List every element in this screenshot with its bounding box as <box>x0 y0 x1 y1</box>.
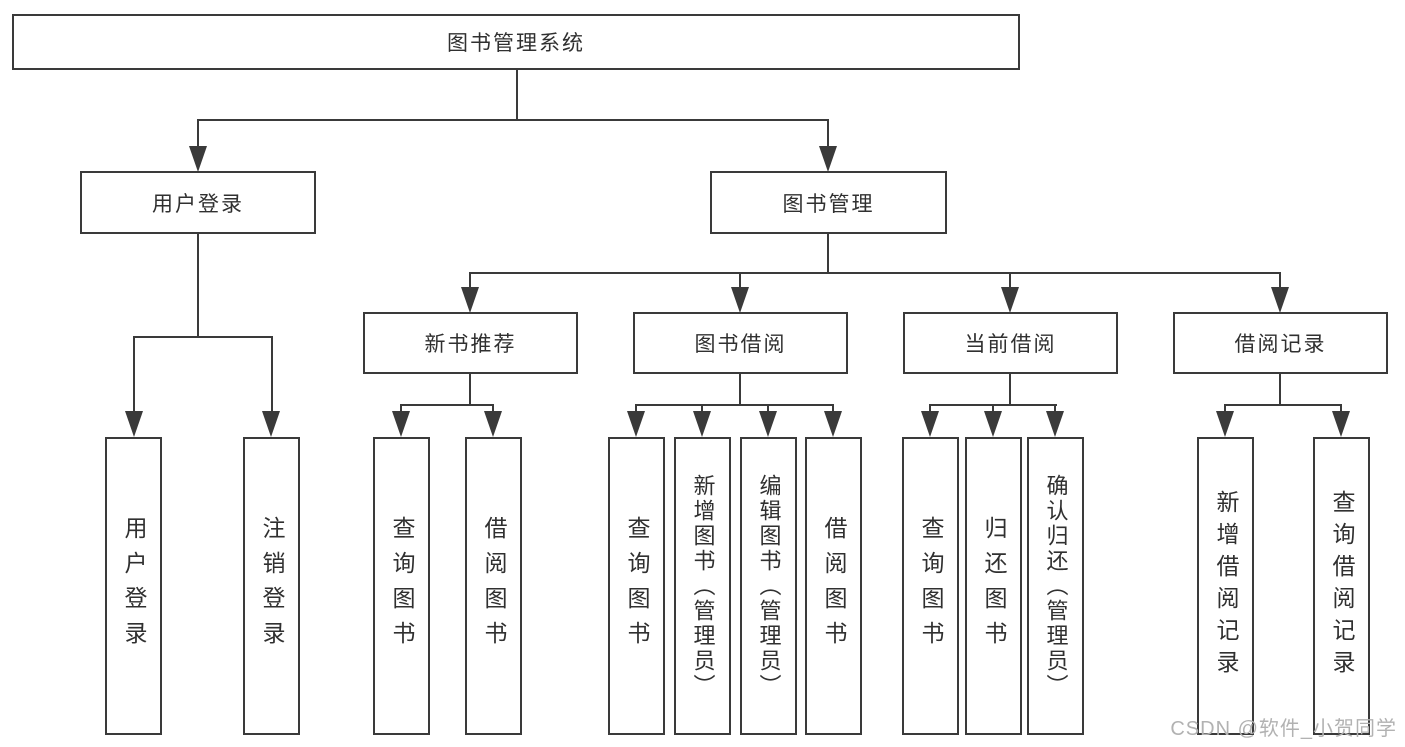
leaf-query-borrow-record: 查询借阅记录 <box>1313 437 1370 735</box>
node-new-book-recommendation-label: 新书推荐 <box>424 333 517 356</box>
connector-line <box>992 404 994 414</box>
leaf-user-login-label: 用户登录 <box>121 516 147 656</box>
node-book-management-branch-label: 图书管理 <box>782 192 875 216</box>
leaf-edit-books-admin-label: 编辑图书（管理员） <box>756 473 782 699</box>
connector-line <box>827 119 829 147</box>
connector-arrow-icon <box>1271 287 1289 313</box>
connector-arrow-icon <box>693 411 711 437</box>
connector-line <box>1224 404 1226 414</box>
connector-line <box>1009 373 1011 406</box>
leaf-current-query-books-label: 查询图书 <box>918 516 944 656</box>
leaf-borrowing-query-books: 查询图书 <box>608 437 665 735</box>
connector-line <box>635 404 637 414</box>
connector-line <box>133 336 273 338</box>
leaf-add-borrow-record: 新增借阅记录 <box>1197 437 1254 735</box>
node-user-login-branch: 用户登录 <box>80 171 316 234</box>
connector-line <box>1009 272 1011 289</box>
connector-arrow-icon <box>921 411 939 437</box>
connector-line <box>197 233 199 337</box>
node-root-label: 图书管理系统 <box>447 32 585 55</box>
connector-line <box>469 272 1281 274</box>
connector-arrow-icon <box>392 411 410 437</box>
connector-line <box>133 336 135 414</box>
connector-line <box>400 404 494 406</box>
connector-line <box>469 373 471 406</box>
connector-line <box>1340 404 1342 414</box>
connector-arrow-icon <box>759 411 777 437</box>
connector-arrow-icon <box>1001 287 1019 313</box>
connector-line <box>929 404 931 414</box>
node-current-borrowing-label: 当前借阅 <box>964 333 1057 356</box>
leaf-logout-label: 注销登录 <box>259 516 285 656</box>
connector-line <box>492 404 494 414</box>
connector-line <box>516 68 518 121</box>
leaf-add-books-admin: 新增图书（管理员） <box>674 437 731 735</box>
connector-arrow-icon <box>819 146 837 172</box>
node-root: 图书管理系统 <box>12 14 1020 70</box>
leaf-recommend-query-books: 查询图书 <box>373 437 430 735</box>
leaf-edit-books-admin: 编辑图书（管理员） <box>740 437 797 735</box>
node-new-book-recommendation: 新书推荐 <box>363 312 578 374</box>
connector-arrow-icon <box>484 411 502 437</box>
connector-line <box>1054 404 1056 414</box>
connector-arrow-icon <box>1216 411 1234 437</box>
node-book-borrowing: 图书借阅 <box>633 312 848 374</box>
connector-line <box>1279 272 1281 289</box>
connector-line <box>739 272 741 289</box>
connector-line <box>635 404 834 406</box>
leaf-borrowing-borrow-books: 借阅图书 <box>805 437 862 735</box>
leaf-current-query-books: 查询图书 <box>902 437 959 735</box>
connector-line <box>197 119 199 147</box>
connector-line <box>767 404 769 414</box>
leaf-confirm-return-admin: 确认归还（管理员） <box>1027 437 1084 735</box>
connector-line <box>400 404 402 414</box>
connector-arrow-icon <box>189 146 207 172</box>
leaf-confirm-return-admin-label: 确认归还（管理员） <box>1043 473 1069 699</box>
connector-arrow-icon <box>461 287 479 313</box>
connector-arrow-icon <box>824 411 842 437</box>
connector-arrow-icon <box>627 411 645 437</box>
leaf-recommend-query-books-label: 查询图书 <box>389 516 415 656</box>
connector-line <box>1279 373 1281 406</box>
connector-arrow-icon <box>1332 411 1350 437</box>
leaf-borrowing-borrow-books-label: 借阅图书 <box>821 516 847 656</box>
connector-line <box>1224 404 1342 406</box>
leaf-user-login: 用户登录 <box>105 437 162 735</box>
leaf-query-borrow-record-label: 查询借阅记录 <box>1329 490 1355 682</box>
node-current-borrowing: 当前借阅 <box>903 312 1118 374</box>
connector-line <box>701 404 703 414</box>
connector-line <box>271 336 273 414</box>
connector-line <box>469 272 471 289</box>
connector-arrow-icon <box>262 411 280 437</box>
leaf-recommend-borrow-books: 借阅图书 <box>465 437 522 735</box>
leaf-return-books: 归还图书 <box>965 437 1022 735</box>
connector-line <box>832 404 834 414</box>
leaf-add-borrow-record-label: 新增借阅记录 <box>1213 490 1239 682</box>
connector-arrow-icon <box>1046 411 1064 437</box>
connector-arrow-icon <box>984 411 1002 437</box>
connector-arrow-icon <box>731 287 749 313</box>
node-book-borrowing-label: 图书借阅 <box>694 333 787 356</box>
leaf-add-books-admin-label: 新增图书（管理员） <box>690 473 716 699</box>
node-borrowing-records-label: 借阅记录 <box>1234 333 1327 356</box>
connector-line <box>827 233 829 274</box>
connector-line <box>197 119 829 121</box>
node-borrowing-records: 借阅记录 <box>1173 312 1388 374</box>
node-book-management-branch: 图书管理 <box>710 171 947 234</box>
connector-line <box>739 373 741 406</box>
leaf-logout: 注销登录 <box>243 437 300 735</box>
leaf-borrowing-query-books-label: 查询图书 <box>624 516 650 656</box>
csdn-watermark: CSDN @软件_小贺同学 <box>1170 718 1397 740</box>
leaf-recommend-borrow-books-label: 借阅图书 <box>481 516 507 656</box>
connector-arrow-icon <box>125 411 143 437</box>
leaf-return-books-label: 归还图书 <box>981 516 1007 656</box>
node-user-login-branch-label: 用户登录 <box>152 192 244 216</box>
